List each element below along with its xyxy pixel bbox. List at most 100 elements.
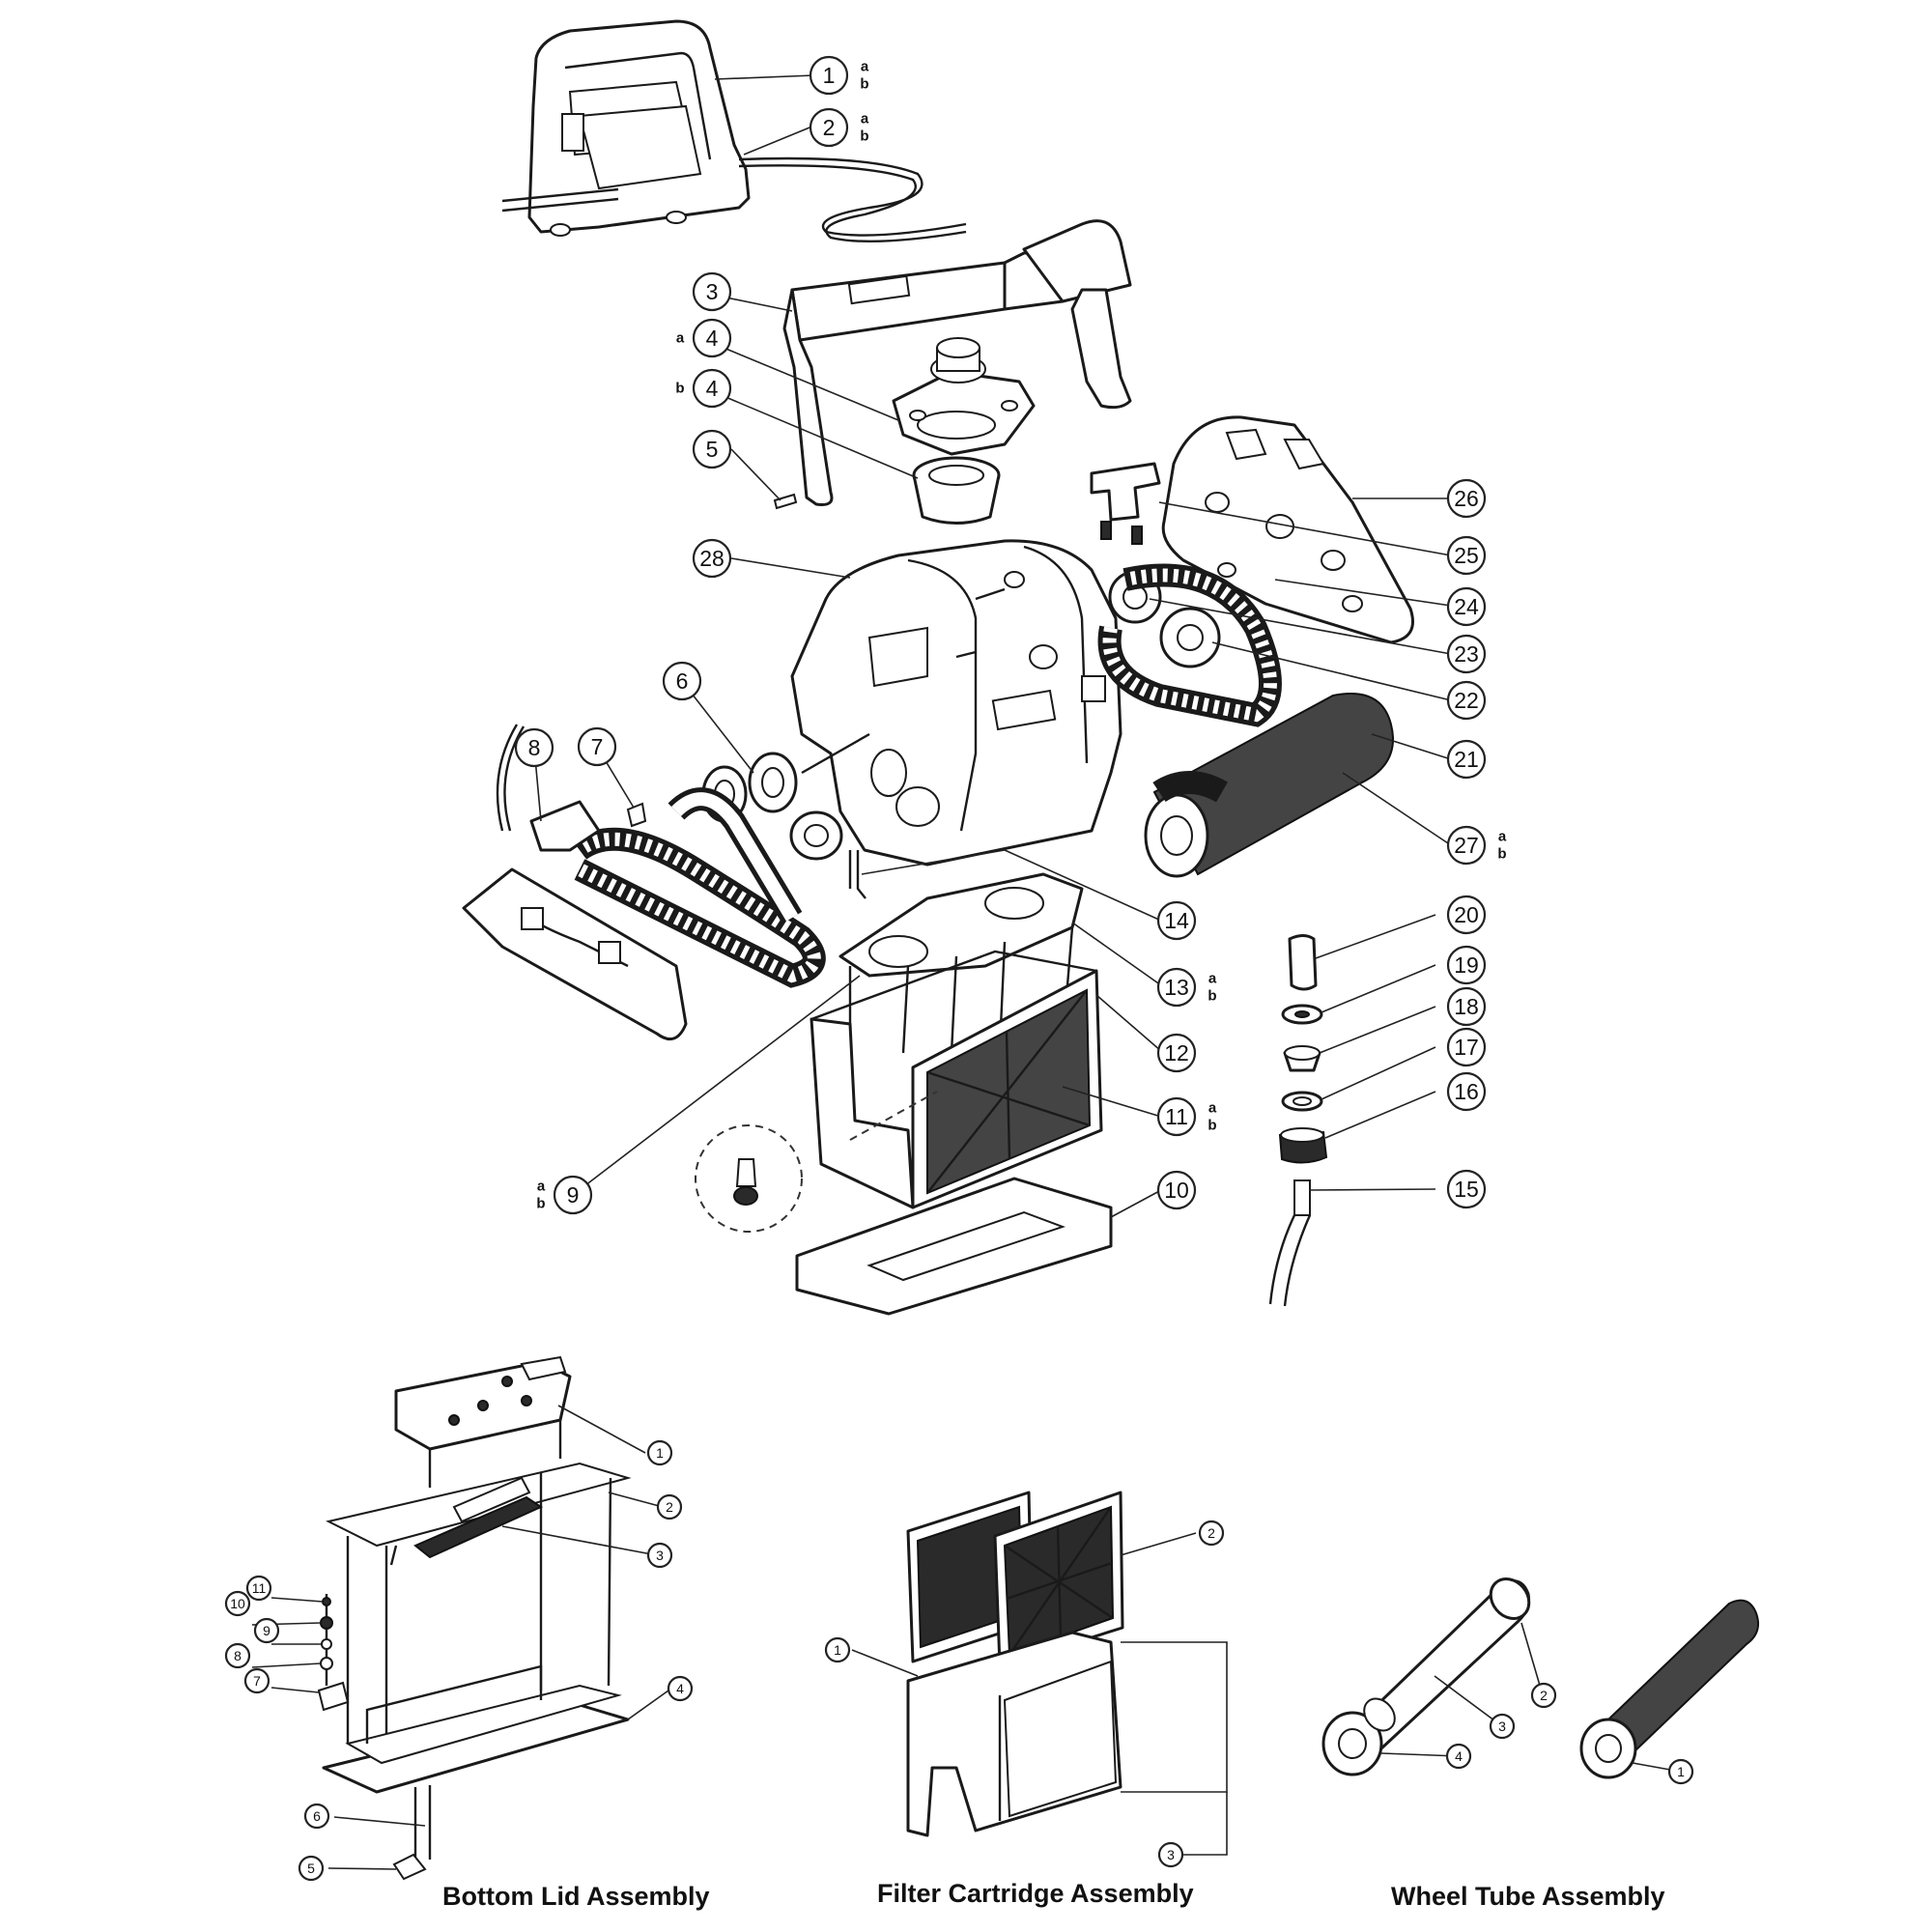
part-callout-7: 28: [692, 538, 732, 579]
bottom-lid-callout-10-number: 6: [313, 1808, 321, 1824]
part-callout-14-variant-a: a: [1498, 829, 1507, 845]
part-callout-25: 19: [1446, 945, 1487, 985]
side-plate-drawing: [1161, 415, 1414, 644]
bottom-lid-callout-11: 5: [298, 1855, 325, 1882]
filter-cartridge-callout-3-number: 3: [1167, 1847, 1175, 1862]
bottom-lid-callout-1-number: 1: [656, 1445, 664, 1461]
part-callout-9: 25: [1446, 535, 1487, 576]
bottom-lid-callout-6-number: 9: [263, 1623, 270, 1638]
part-callout-29-number: 15: [1454, 1177, 1479, 1202]
part-callout-16-number: 8: [528, 735, 541, 760]
part-callout-3-number: 3: [706, 279, 719, 304]
part-callout-2-variant-a: a: [861, 111, 869, 128]
part-callout-24: 20: [1446, 895, 1487, 935]
bottom-lid-callout-9: 4: [667, 1675, 694, 1702]
impeller-drawing: [892, 337, 1036, 456]
part-callout-13-number: 21: [1454, 747, 1479, 772]
bottom-lid-callout-8: 7: [243, 1667, 270, 1694]
part-callout-14-number: 27: [1454, 833, 1479, 858]
wheel-tube-callouts: 2 3 4 1: [1445, 1682, 1694, 1785]
part-callout-1-number: 1: [823, 63, 836, 88]
part-callout-11-number: 23: [1454, 641, 1479, 667]
part-callout-2-variant-b: b: [860, 128, 868, 145]
part-callout-26-number: 18: [1454, 994, 1479, 1019]
bottom-lid-callout-5: 10: [224, 1590, 251, 1617]
part-callout-2-number: 2: [823, 115, 836, 140]
bottom-lid-callout-3-number: 3: [656, 1548, 664, 1563]
part-callout-18-number: 14: [1164, 908, 1189, 933]
wheel-tube-drawing: [1321, 1577, 1759, 1779]
part-callout-25-number: 19: [1454, 952, 1479, 978]
filter-cartridge-leaders: [851, 1532, 1228, 1856]
t-bracket-drawing: [1090, 462, 1161, 545]
part-callout-22-number: 9: [567, 1182, 580, 1208]
part-callout-15: 6: [662, 661, 702, 701]
wheel-tube-leaders: [1380, 1622, 1682, 1773]
wheel-tube-callout-1: 2: [1530, 1682, 1557, 1709]
left-bearings-drawing: [701, 732, 870, 861]
bottom-lid-callout-7: 8: [224, 1642, 251, 1669]
part-callout-7-number: 28: [699, 546, 724, 571]
wheel-tube-callout-2-number: 3: [1498, 1719, 1506, 1734]
screw-7-drawing: [626, 802, 647, 828]
wheel-tube-callout-3: 4: [1445, 1743, 1472, 1770]
wheel-tube-callout-4: 1: [1667, 1758, 1694, 1785]
part-callout-3: 3: [692, 271, 732, 312]
part-callout-8: 26: [1446, 478, 1487, 519]
bottom-lid-drawing: [795, 1177, 1113, 1316]
wheel-tube-assembly-title: Wheel Tube Assembly: [1391, 1882, 1665, 1911]
bottom-lid-callout-1: 1: [646, 1439, 673, 1466]
part-callout-10-number: 24: [1454, 594, 1479, 619]
part-callout-15-number: 6: [676, 668, 689, 694]
filter-cartridge-callouts: 213: [824, 1520, 1225, 1868]
filter-cartridge-callout-2-number: 1: [834, 1642, 841, 1658]
bottom-lid-assembly-drawing: [317, 1355, 632, 1881]
part-callout-19-variant-b: b: [1208, 988, 1216, 1005]
leader-lines: [533, 74, 1452, 1218]
part-callout-28-number: 16: [1454, 1079, 1479, 1104]
bottom-lid-callout-4: 11: [245, 1575, 272, 1602]
part-callout-13: 21: [1446, 739, 1487, 780]
part-callout-5: 4b: [675, 368, 732, 409]
part-callout-12-number: 22: [1454, 688, 1479, 713]
part-callout-17-number: 7: [591, 734, 604, 759]
bottom-lid-callout-10: 6: [303, 1803, 330, 1830]
drive-gears-drawing: [1108, 570, 1221, 668]
part-callout-2: 2 ab: [809, 107, 869, 148]
part-callout-1-variant-a: a: [861, 59, 869, 75]
bottom-lid-callout-2-number: 2: [666, 1499, 673, 1515]
part-callout-20-number: 12: [1164, 1040, 1189, 1065]
part-callout-24-number: 20: [1454, 902, 1479, 927]
part-callout-19-variant-a: a: [1208, 971, 1217, 987]
part-callout-21-variant-b: b: [1208, 1118, 1216, 1134]
part-callout-5-number: 4: [706, 376, 719, 401]
part-callout-6: 5: [692, 429, 732, 469]
part-callout-4: 4a: [676, 318, 732, 358]
part-callout-16: 8: [514, 727, 554, 768]
bottom-lid-callout-3: 3: [646, 1542, 673, 1569]
bottom-lid-callout-9-number: 4: [676, 1681, 684, 1696]
filter-cartridge-callout-2: 1: [824, 1636, 851, 1663]
part-callout-10: 24: [1446, 586, 1487, 627]
part-callout-22-variant-b: b: [536, 1196, 545, 1212]
bottom-lid-leaders: [251, 1405, 669, 1870]
part-callout-18: 14: [1156, 900, 1197, 941]
part-callout-6-number: 5: [706, 437, 719, 462]
bottom-lid-callout-5-number: 10: [230, 1596, 245, 1611]
bottom-lid-callout-8-number: 7: [253, 1673, 261, 1689]
wheel-tube-callout-3-number: 4: [1455, 1748, 1463, 1764]
impeller-cover-drawing: [912, 456, 1001, 525]
part-callout-29: 15: [1446, 1169, 1487, 1209]
power-cable-drawing: [738, 156, 967, 237]
power-supply-drawing: [501, 19, 751, 237]
part-callout-17: 7: [577, 726, 617, 767]
part-callout-4-number: 4: [706, 326, 719, 351]
wheel-tube-callout-4-number: 1: [1677, 1764, 1685, 1779]
